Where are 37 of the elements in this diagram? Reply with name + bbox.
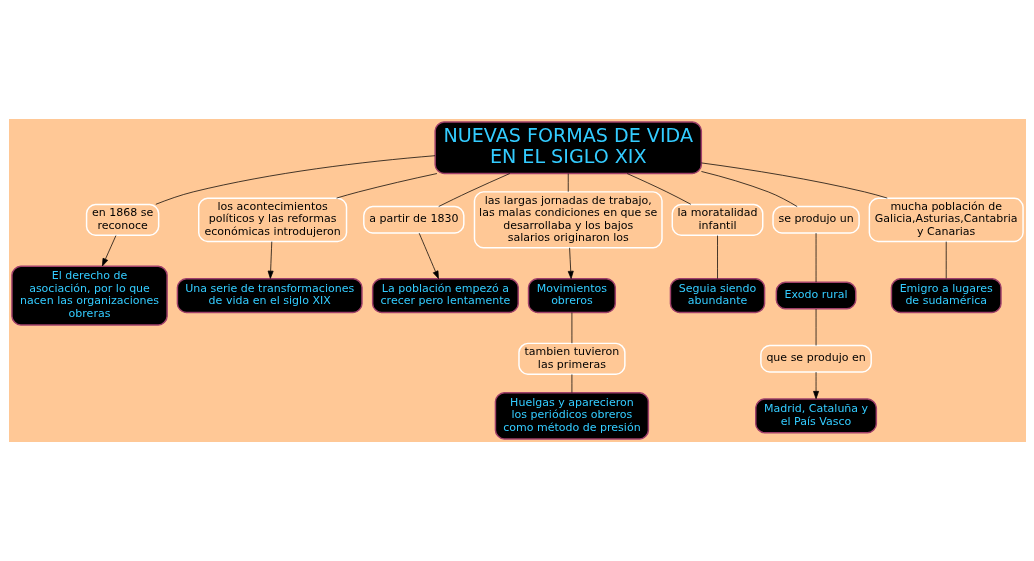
connector (945, 241, 947, 279)
arrow (812, 371, 819, 400)
connector (626, 173, 691, 205)
arrow (567, 247, 574, 279)
node-box: las largas jornadas de trabajo, las malas condiciones en que se desarrollaba y los bajos salarios originaron los (473, 191, 663, 249)
node-box: Seguia siendo abundante (669, 277, 765, 314)
connector (437, 173, 510, 207)
node-box: en 1868 se reconoce (85, 203, 159, 236)
node-box: a partir de 1830 (362, 205, 465, 234)
connector (815, 308, 816, 346)
arrow (101, 235, 116, 267)
node-box: La población empezó a crecer pero lentamente (371, 277, 519, 314)
connector (154, 155, 435, 205)
node-box: mucha población de Galicia,Asturias,Cantabria y Canarias (868, 197, 1024, 243)
connector (815, 232, 816, 283)
node-box: Una serie de transformaciones de vida en el siglo XIX (176, 277, 363, 314)
arrow (267, 241, 274, 279)
node-box: los acontecimientos políticos y las reformas económicas introdujeron (197, 197, 347, 243)
connector (700, 171, 798, 207)
connector (567, 173, 569, 193)
node-box: que se produjo en (759, 344, 872, 373)
node-box: Movimientos obreros (527, 277, 616, 314)
node-box: Madrid, Cataluña y el País Vasco (754, 398, 877, 434)
connector (335, 173, 437, 199)
node-box: la moratalidad infantil (671, 203, 763, 236)
node-box: Emigro a lugares de sudamérica (890, 277, 1002, 314)
node-box: tambien tuvieron las primeras (517, 342, 626, 375)
connector (571, 374, 572, 393)
node-box: Huelgas y aparecieron los periódicos obreros como método de presión (494, 391, 649, 440)
node-box: se produjo un (771, 205, 860, 234)
node-box: El derecho de asociación, por lo que nacen las organizaciones obreras (10, 265, 168, 326)
node-box: NUEVAS FORMAS DE VIDA EN EL SIGLO XIX (433, 121, 702, 175)
connector (700, 162, 888, 199)
connector (716, 235, 718, 279)
node-box: Exodo rural (775, 281, 856, 310)
arrow (418, 232, 439, 279)
connector (571, 312, 572, 344)
